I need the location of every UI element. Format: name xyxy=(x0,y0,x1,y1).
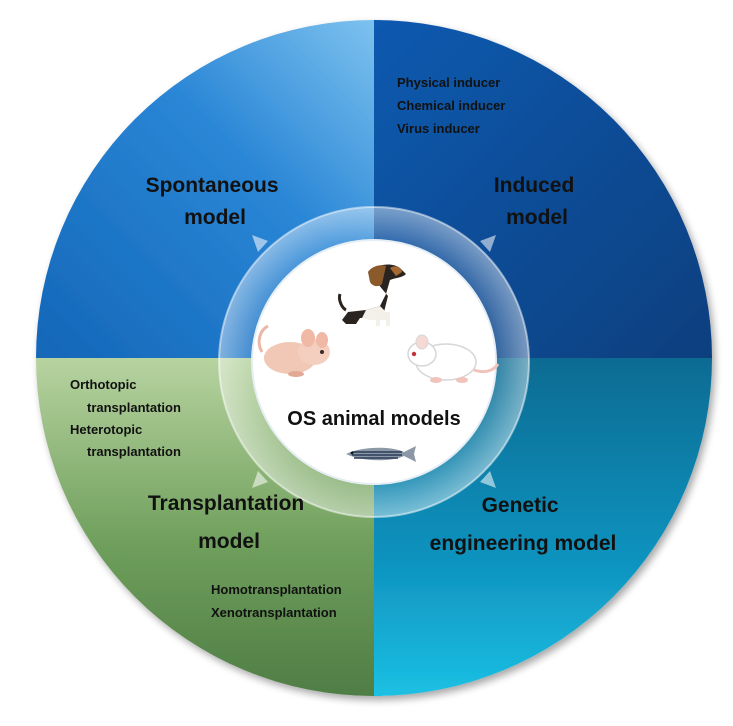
transplantation-item: Heterotopic xyxy=(70,422,142,437)
dog-icon xyxy=(338,264,406,326)
arrow-transplantation-icon xyxy=(252,471,268,488)
arrow-genetic-icon xyxy=(480,471,496,488)
induced-item: Chemical inducer xyxy=(397,98,505,113)
genetic-title: Genetic engineering model xyxy=(430,494,617,555)
induced-title: Induced model xyxy=(494,174,580,229)
nude-mouse-icon xyxy=(257,324,330,377)
induced-items: Physical inducer Chemical inducer Virus … xyxy=(397,75,509,136)
transplantation-title-line-2: model xyxy=(198,530,260,553)
ring-arrows xyxy=(252,235,496,488)
transplantation-title-line-1: Transplantation xyxy=(148,492,304,515)
transplantation-item: transplantation xyxy=(87,444,181,459)
spontaneous-title-line-2: model xyxy=(184,206,246,229)
induced-title-line-2: model xyxy=(506,206,568,229)
induced-item: Virus inducer xyxy=(397,121,480,136)
spontaneous-title-line-1: Spontaneous xyxy=(146,174,279,197)
transplantation-item: Xenotransplantation xyxy=(211,605,337,620)
zebrafish-icon xyxy=(346,446,416,462)
transplantation-items-top: Orthotopic transplantation Heterotopic t… xyxy=(70,377,185,459)
transplantation-item: Homotransplantation xyxy=(211,582,342,597)
transplantation-item: Orthotopic xyxy=(70,377,136,392)
center-title: OS animal models xyxy=(287,408,460,430)
induced-item: Physical inducer xyxy=(397,75,500,90)
arrow-spontaneous-icon xyxy=(252,235,268,252)
transplantation-items-bottom: Homotransplantation Xenotransplantation xyxy=(211,582,345,620)
spontaneous-title: Spontaneous model xyxy=(146,174,285,229)
arrow-induced-icon xyxy=(480,235,496,252)
center-circle xyxy=(251,239,497,485)
transplantation-item: transplantation xyxy=(87,400,181,415)
transplantation-title: Transplantation model xyxy=(148,492,310,553)
genetic-title-line-2: engineering model xyxy=(430,532,617,555)
white-rat-icon xyxy=(407,334,500,383)
induced-title-line-1: Induced xyxy=(494,174,575,197)
genetic-title-line-1: Genetic xyxy=(482,494,559,517)
